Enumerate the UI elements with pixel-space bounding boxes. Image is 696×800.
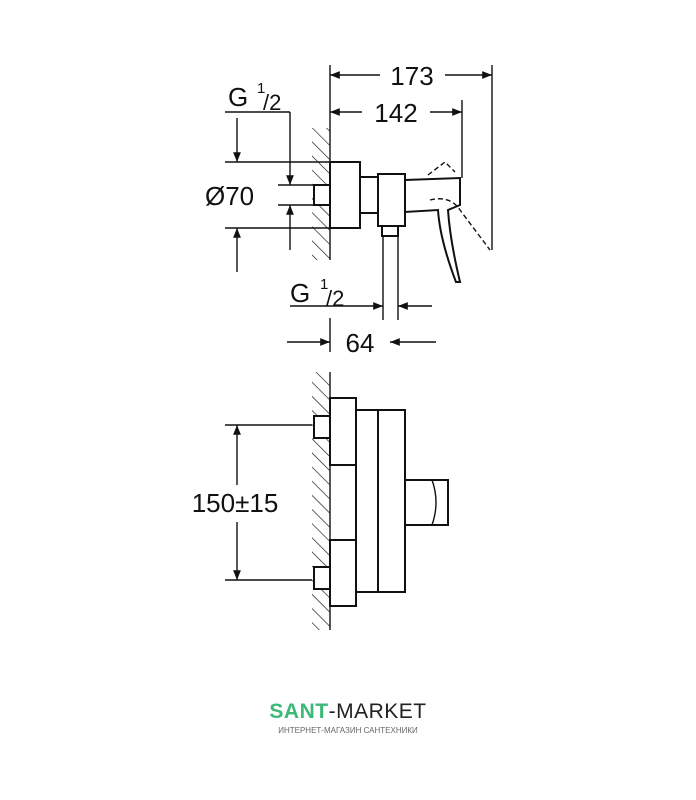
valve-body — [377, 173, 406, 227]
outlet-spout — [404, 479, 449, 526]
dim-thread-top: G — [228, 82, 248, 112]
dim-thread-top-numerator: 1 — [257, 80, 265, 97]
mounting-bar — [355, 409, 379, 593]
escutcheon — [329, 161, 361, 229]
escutcheon-bottom — [329, 539, 357, 607]
outlet-nut — [381, 225, 399, 237]
neck — [359, 176, 379, 214]
lever-handle — [404, 176, 462, 283]
logo-subtitle: ИНТЕРНЕТ-МАГАЗИН САНТЕХНИКИ — [278, 726, 418, 735]
dim-thread-bottom-denominator: /2 — [326, 286, 344, 311]
dim-outlet-offset: 64 — [346, 328, 375, 358]
inlet-connector-top — [313, 415, 331, 439]
dim-thread-top-denominator: /2 — [263, 90, 281, 115]
inlet-connector-bottom — [313, 566, 331, 590]
wall-hatch-front — [312, 372, 330, 630]
dim-thread-bottom-numerator: 1 — [320, 276, 328, 293]
dim-diameter: Ø70 — [205, 181, 254, 211]
dim-thread-bottom: G — [290, 278, 310, 308]
logo-part-market: -MARKET — [328, 700, 427, 723]
logo: SANT-MARKET — [0, 700, 696, 724]
side-view: 173 142 G 1 /2 Ø70 G 1 /2 64 — [205, 61, 493, 358]
front-view: 150±15 — [192, 372, 449, 630]
valve-body-front — [377, 409, 406, 593]
spout-curve — [431, 479, 437, 526]
logo-part-sant: SANT — [269, 700, 329, 723]
dim-overall-depth: 173 — [390, 61, 433, 91]
escutcheon-top — [329, 397, 357, 466]
dim-inlet-spacing: 150±15 — [192, 488, 279, 518]
dim-body-depth: 142 — [374, 98, 417, 128]
lever-swing-path — [427, 161, 491, 251]
inlet-connector — [313, 184, 331, 206]
